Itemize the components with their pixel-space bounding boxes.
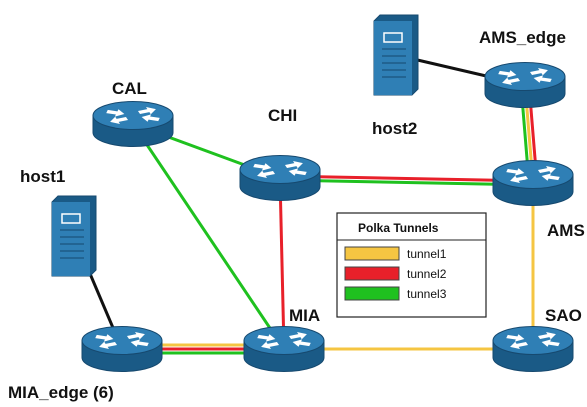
router-top [81, 326, 163, 355]
link-line-tunnel2 [280, 174, 534, 183]
node-label-host1: host1 [20, 167, 65, 186]
node-label-chi: CHI [268, 106, 297, 125]
node-label-mia: MIA [289, 306, 320, 325]
link-chi-mia [278, 177, 286, 350]
link-line-tunnel3 [279, 178, 533, 187]
server-face [374, 21, 412, 95]
node-label-ams-edge: AMS_edge [479, 28, 566, 47]
server-face [52, 202, 90, 276]
router-top [492, 326, 574, 355]
legend-label: tunnel1 [407, 247, 447, 261]
link-line-tunnel2 [278, 177, 286, 350]
router-top [243, 326, 325, 355]
server-drive-slot [383, 32, 403, 43]
legend-item-tunnel2: tunnel2 [344, 266, 447, 281]
legend-title: Polka Tunnels [358, 221, 439, 235]
router-chi [239, 155, 321, 201]
router-mia-edge [81, 326, 163, 372]
legend-item-tunnel3: tunnel3 [344, 286, 447, 301]
legend-label: tunnel3 [407, 287, 447, 301]
legend-swatch [344, 246, 400, 261]
link-chi-ams [279, 174, 534, 187]
legend: Polka Tunnels tunnel1 tunnel2 tunnel3 [336, 212, 487, 318]
router-ams [492, 160, 574, 206]
router-sao [492, 326, 574, 372]
server-host2 [373, 14, 419, 96]
labels-layer: CAL CHI AMS_edge AMS MIA SAO MIA_edge (6… [8, 28, 585, 402]
node-label-mia-edge: MIA_edge (6) [8, 383, 114, 402]
legend-items: tunnel1 tunnel2 tunnel3 [344, 246, 447, 301]
link-line-tunnel3 [131, 123, 286, 350]
nodes-layer [51, 14, 574, 372]
node-label-sao: SAO [545, 306, 582, 325]
server-host1 [51, 195, 97, 277]
router-mia [243, 326, 325, 372]
router-ams-edge [484, 62, 566, 108]
router-top [492, 160, 574, 189]
server-drive-slot [61, 213, 81, 224]
legend-swatch [344, 286, 400, 301]
router-top [484, 62, 566, 91]
node-label-host2: host2 [372, 119, 417, 138]
router-top [92, 101, 174, 130]
legend-swatch [344, 266, 400, 281]
legend-label: tunnel2 [407, 267, 447, 281]
router-cal [92, 101, 174, 147]
router-top [239, 155, 321, 184]
node-label-cal: CAL [112, 79, 147, 98]
legend-item-tunnel1: tunnel1 [344, 246, 447, 261]
link-cal-mia [131, 123, 286, 350]
node-label-ams: AMS [547, 221, 585, 240]
